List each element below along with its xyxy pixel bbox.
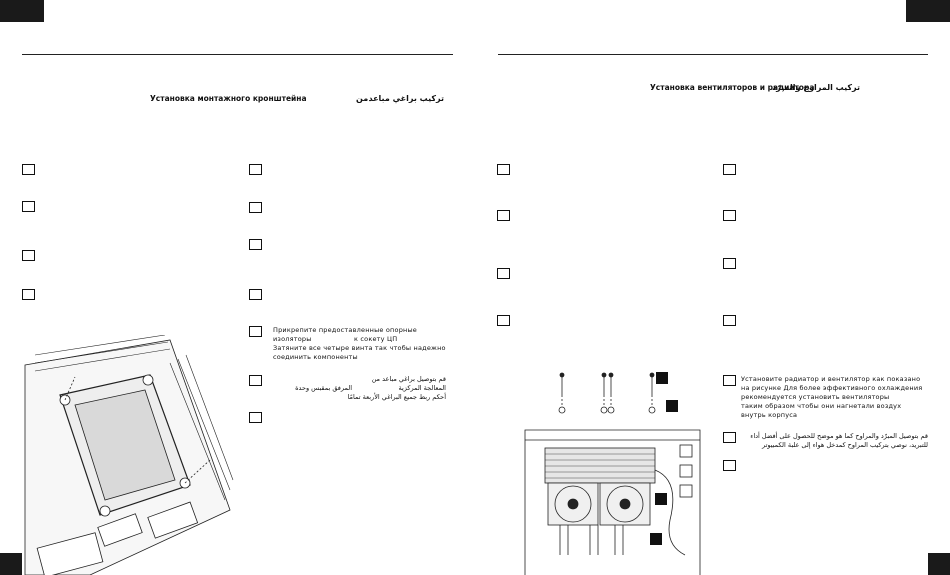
- left-step-ru-line3: Затяните все четыре винта так чтобы наде…: [273, 344, 446, 352]
- right-step-ru-line4: таким образом чтобы они нагнетали воздух: [741, 402, 902, 410]
- left-title-ar-2: من: [356, 94, 369, 103]
- step-checkbox: [249, 375, 262, 386]
- right-step-ar-line2: للتبريد، نوصي بتركيب المراوح كمدخل هواء …: [761, 441, 928, 449]
- step-checkbox: [249, 289, 262, 300]
- right-step-ru-line3: рекомендуется установить вентиляторы: [741, 393, 890, 401]
- step-checkbox: [249, 326, 262, 337]
- left-step-ru-line2b: к сокету ЦП: [354, 335, 398, 343]
- step-checkbox: [249, 412, 262, 423]
- step-checkbox: [22, 164, 35, 175]
- bottom-right-corner-tab: [928, 553, 950, 575]
- step-checkbox: [723, 432, 736, 443]
- step-checkbox: [723, 258, 736, 269]
- left-title-ru: Установка монтажного кронштейна: [150, 94, 307, 103]
- step-checkbox: [497, 210, 510, 221]
- step-checkbox: [497, 164, 510, 175]
- left-step-ar-line3: أحكم ربط جميع البراغي الأربعة تمامًا: [347, 393, 446, 401]
- step-checkbox: [249, 239, 262, 250]
- step-checkbox: [22, 250, 35, 261]
- left-step-ru-line4: соединить компоненты: [273, 353, 358, 361]
- left-header-rule: [22, 54, 453, 55]
- step-checkbox: [22, 201, 35, 212]
- left-step-ar-line2: المعالجة المركزية: [398, 384, 447, 392]
- step-checkbox: [22, 289, 35, 300]
- left-step-ru-line2a: изоляторы: [273, 335, 312, 343]
- step-checkbox: [723, 210, 736, 221]
- radiator-fan-illustration: [524, 372, 701, 575]
- right-step-ru-line2: на рисунке Для более эффективного охлажд…: [741, 384, 923, 392]
- right-step-ru-line5: внутрь корпуса: [741, 411, 798, 419]
- right-title-ar: تركيب المراوح والمبرّد: [772, 83, 860, 92]
- step-checkbox: [723, 460, 736, 471]
- step-checkbox: [249, 164, 262, 175]
- left-title-ar-1: تركيب براغي مباعد: [368, 94, 444, 103]
- step-checkbox: [497, 268, 510, 279]
- top-right-corner-tab: [906, 0, 950, 22]
- left-step-ar-line1c: المرفق بمقبس وحدة: [295, 384, 352, 392]
- right-header-rule: [498, 54, 928, 55]
- left-step-ar-line1b: من: [371, 375, 380, 383]
- bottom-left-corner-tab: [0, 553, 22, 575]
- left-step-ar-line1a: قم بتوصيل براغي مباعد: [382, 375, 446, 383]
- step-checkbox: [497, 315, 510, 326]
- left-step-ru-line1: Прикрепите предоставленные опорные: [273, 326, 417, 334]
- right-title-ru: Установка вентиляторов и радиатора: [650, 83, 815, 92]
- step-checkbox: [723, 164, 736, 175]
- right-step-ar-line1: قم بتوصيل المبرّد والمراوح كما هو موضح ل…: [750, 432, 928, 440]
- right-step-ru-line1: Установите радиатор и вентилятор как пок…: [741, 375, 921, 383]
- top-left-corner-tab: [0, 0, 44, 22]
- step-checkbox: [249, 202, 262, 213]
- step-checkbox: [723, 375, 736, 386]
- step-checkbox: [723, 315, 736, 326]
- cpu-socket-illustration: [24, 335, 234, 575]
